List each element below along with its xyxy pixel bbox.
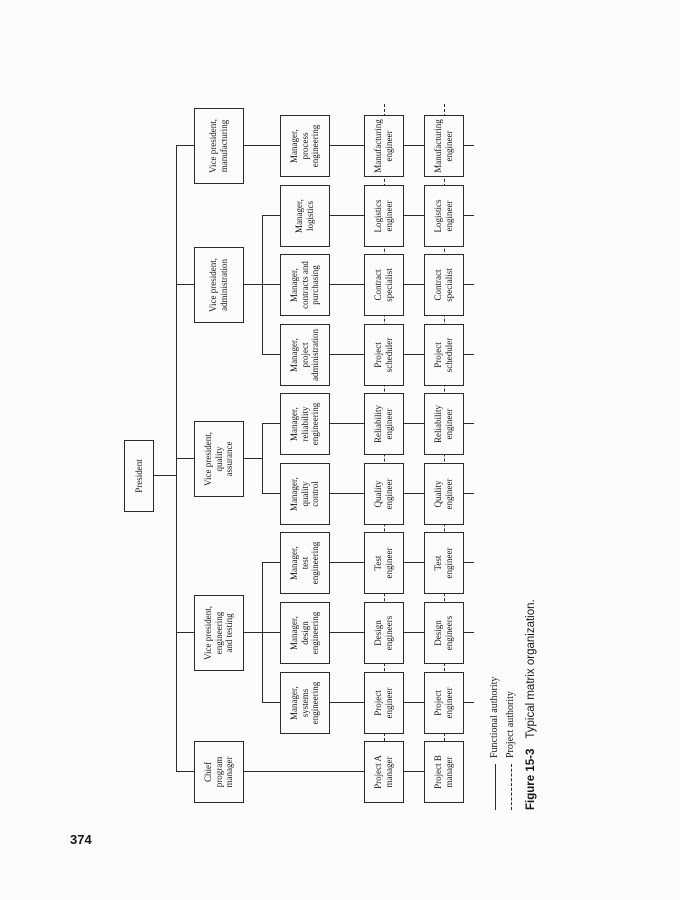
functional-authority-line [404,632,424,633]
box-manager-design-engineering: Manager, design engineering [280,602,330,664]
functional-authority-line [464,702,474,703]
figure-caption-text: Typical matrix organization. [525,599,537,739]
rowB-test-engineer: Test engineer [424,532,464,594]
legend-functional-label: Functional authority [489,676,500,758]
functional-authority-line [330,423,364,424]
rowA-project-engineer: Project engineer [364,672,404,734]
functional-authority-line [464,423,474,424]
legend-solid-line-sample [495,764,496,810]
box-manager-process-engineering: Manager, process engineering [280,115,330,177]
rowB-quality-engineer: Quality engineer [424,463,464,525]
functional-authority-line [464,145,474,146]
functional-authority-line [330,354,364,355]
connector-quality-bus [262,423,263,494]
functional-authority-line [404,215,424,216]
figure-caption: Figure 15-3 Typical matrix organization. [525,599,537,810]
rowA-logistics-engineer: Logistics engineer [364,185,404,247]
rowB-reliability-engineer: Reliability engineer [424,393,464,455]
connector-line [262,632,280,633]
functional-authority-line [330,702,364,703]
box-manager-reliability-engineering: Manager, reliability engineering [280,393,330,455]
box-manager-quality-control: Manager, quality control [280,463,330,525]
functional-authority-line [464,215,474,216]
connector-line [176,632,194,633]
rowA-reliability-engineer: Reliability engineer [364,393,404,455]
functional-authority-line [330,562,364,563]
rowB-project-scheduler: Project scheduler [424,324,464,386]
connector-line [176,145,194,146]
functional-authority-line [404,493,424,494]
box-vp-quality-assurance: Vice president, quality assurance [194,421,244,497]
legend-project-label: Project authority [505,691,516,758]
legend-dashed-line-sample [511,764,512,810]
rowA-project-scheduler: Project scheduler [364,324,404,386]
functional-authority-line [330,632,364,633]
box-vp-engineering-testing: Vice president, engineering and testing [194,595,244,671]
connector-line [262,702,280,703]
box-vp-manufacturing: Vice president, manufacturing [194,108,244,184]
rowA-contract-specialist: Contract specialist [364,254,404,316]
connector-line [176,458,194,459]
functional-authority-line [330,215,364,216]
box-project-a-manager: Project A manager [364,741,404,803]
connector-vp-quality-drop [244,458,262,459]
functional-authority-line [404,284,424,285]
box-manager-project-administration: Manager, project administration [280,324,330,386]
connector-chief-to-project-a [244,771,364,772]
connector-line [262,562,280,563]
rowB-logistics-engineer: Logistics engineer [424,185,464,247]
functional-authority-line [464,562,474,563]
rowA-manufacturing-engineer: Manufacturing engineer [364,115,404,177]
rowB-contract-specialist: Contract specialist [424,254,464,316]
functional-authority-line [404,562,424,563]
box-project-b-manager: Project B manager [424,741,464,803]
connector-vp-admin-drop [244,284,262,285]
box-vp-administration: Vice president, administration [194,247,244,323]
connector-line [262,354,280,355]
connector-line [176,284,194,285]
functional-authority-line [404,423,424,424]
figure-caption-label: Figure 15-3 [525,748,537,810]
rowA-quality-engineer: Quality engineer [364,463,404,525]
rowB-design-engineers: Design engineers [424,602,464,664]
functional-authority-line [464,493,474,494]
org-chart: President Chief program manager Vice pre… [112,104,557,818]
box-manager-systems-engineering: Manager, systems engineering [280,672,330,734]
connector-vp-manufacturing-drop [244,145,280,146]
functional-authority-line [464,284,474,285]
functional-authority-line [464,632,474,633]
box-president: President [124,440,154,512]
page-number: 374 [70,832,92,847]
box-manager-contracts-purchasing: Manager, contracts and purchasing [280,254,330,316]
functional-authority-line [404,702,424,703]
rowA-test-engineer: Test engineer [364,532,404,594]
connector-line [262,493,280,494]
functional-authority-line [404,354,424,355]
connector-line [262,215,280,216]
connector-line [262,423,280,424]
functional-authority-line [464,354,474,355]
connector-vp-engineering-drop [244,632,262,633]
rowA-design-engineers: Design engineers [364,602,404,664]
connector-line [176,771,194,772]
functional-authority-line [330,284,364,285]
functional-authority-line [330,493,364,494]
connector-line [262,284,280,285]
functional-authority-line [404,145,424,146]
box-manager-test-engineering: Manager, test engineering [280,532,330,594]
connector-project-a-to-b [404,771,424,772]
box-chief-program-manager: Chief program manager [194,741,244,803]
connector-admin-bus [262,215,263,355]
connector-president-drop [154,475,176,476]
rowB-project-engineer: Project engineer [424,672,464,734]
box-manager-logistics: Manager, logistics [280,185,330,247]
rowB-manufacturing-engineer: Manufacturing engineer [424,115,464,177]
functional-authority-line [330,145,364,146]
